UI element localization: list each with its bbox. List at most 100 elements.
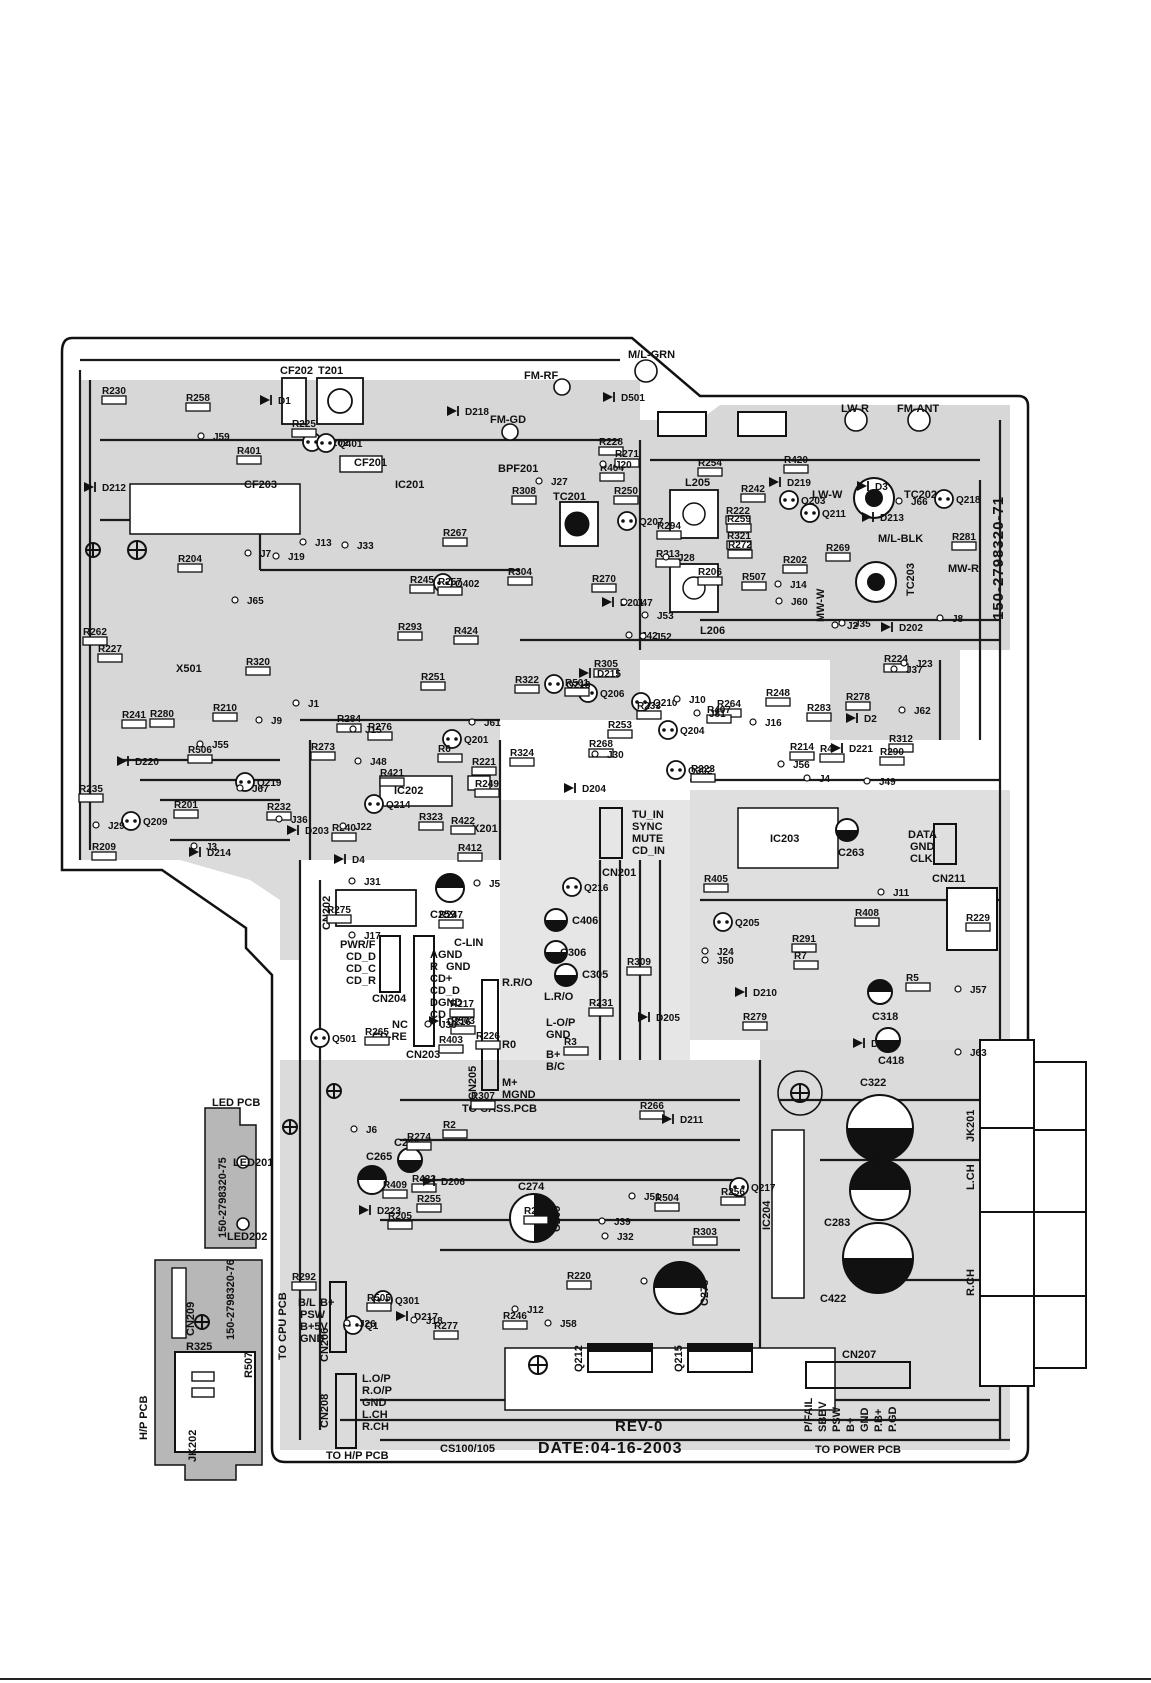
r409-part: R409	[382, 1180, 408, 1199]
d205-part: D205	[638, 1012, 680, 1024]
j65-label: J65	[247, 596, 264, 607]
r7-label: R7	[794, 951, 807, 962]
j60-label: J60	[791, 597, 808, 608]
cn205-label: CN205	[467, 1066, 479, 1100]
transistor-symbols: Q206Q207Q201Q204Q205Q1Q202Q203Q209Q210Q5…	[121, 432, 981, 1335]
r312-part: R312	[888, 734, 914, 753]
r501-label: R501	[565, 678, 589, 689]
j49-label: J49	[879, 777, 896, 788]
cn211-block: DATA GND CLK CN211	[908, 823, 966, 885]
hp-pcb-part-number: 150-2798320-76	[225, 1259, 237, 1340]
d2-part: D2	[846, 713, 877, 725]
r229-label: R229	[966, 913, 990, 924]
r409-label: R409	[383, 1180, 407, 1191]
bpf201-label: BPF201	[498, 463, 538, 475]
r253-label: R253	[608, 720, 632, 731]
r505-part: R505	[366, 1293, 392, 1312]
d3-label: D3	[875, 482, 888, 493]
cn205-pin-l-ro: L.R/O	[544, 991, 574, 1003]
board-revision: REV-0	[615, 1418, 663, 1435]
r270-label: R270	[592, 574, 616, 585]
terminal-lw-w: LW-W	[812, 489, 843, 501]
q217-label: Q217	[751, 1183, 776, 1194]
cn211-pin-clk: CLK	[910, 853, 933, 865]
j55-part: J55	[196, 740, 229, 751]
r241-label: R241	[122, 710, 146, 721]
j50-label: J50	[717, 956, 734, 967]
j81-label: J81	[709, 709, 726, 720]
t201-label: T201	[318, 365, 343, 377]
cn205-pin-m-plus: M+	[502, 1077, 518, 1089]
cn203-pin-c-lin: C-LIN	[454, 937, 483, 949]
j20-part: J20	[599, 460, 632, 471]
j10-part: J10	[673, 695, 706, 706]
j52-part: J52	[639, 632, 672, 643]
j32-label: J32	[617, 1232, 634, 1243]
cn201-pin-sync: SYNC	[632, 821, 663, 833]
d210-part: D210	[735, 987, 777, 999]
r501-part: R501	[564, 678, 590, 697]
r407-part: R407	[706, 705, 732, 724]
r250-label: R250	[614, 486, 638, 497]
r323-part: R323	[418, 812, 444, 831]
r223-label: R223	[691, 764, 715, 775]
r412-part: R412	[457, 843, 483, 862]
r291-label: R291	[792, 934, 816, 945]
r229-part: R229	[965, 913, 991, 932]
l206-label: L206	[700, 625, 725, 637]
j7-label: J7	[260, 549, 272, 560]
cn203-pin-agnd: AGND	[430, 949, 462, 961]
j14-part: J14	[774, 580, 807, 591]
d215-label: D215	[597, 669, 621, 680]
jk201-label: JK201	[965, 1110, 977, 1142]
q301-label: Q301	[395, 1296, 420, 1307]
q216-part: Q216	[562, 877, 609, 897]
cn204-pin-cd-d: CD_D	[346, 951, 376, 963]
led-pcb-part-number: 150-2798320-75	[217, 1157, 229, 1238]
q204-part: Q204	[658, 720, 705, 740]
l205-label: L205	[685, 477, 710, 489]
d2-label: D2	[864, 714, 877, 725]
led201-label: LED201	[233, 1157, 273, 1169]
d213-label: D213	[880, 513, 904, 524]
d220-label: D220	[135, 757, 159, 768]
d204-label: D204	[582, 784, 606, 795]
cn207-block: CN207 P/FAIL SBBV PSW B+ GND P.B+ P.GD	[803, 1349, 911, 1432]
q210-label: Q210	[653, 698, 678, 709]
r242-label: R242	[741, 484, 765, 495]
j57-label: J57	[970, 985, 987, 996]
r224-label: R224	[884, 654, 908, 665]
j23-part: J23	[900, 659, 933, 670]
x501-label: X501	[176, 663, 202, 675]
j47-part: J47	[620, 598, 653, 609]
r233-part: R233	[636, 701, 662, 720]
r258-label: R258	[186, 393, 210, 404]
j47-label: J47	[636, 598, 653, 609]
r268-label: R268	[589, 739, 613, 750]
d1-label: D1	[278, 396, 291, 407]
hp-pcb-label: H/P PCB	[138, 1396, 150, 1440]
cn203-pin-cd-d: CD_D	[430, 985, 460, 997]
q214-label: Q214	[386, 800, 411, 811]
j56-part: J56	[777, 760, 810, 771]
r265-part: R265	[364, 1027, 390, 1046]
r290-part: R290	[879, 747, 905, 766]
ic202-label: IC202	[394, 785, 423, 797]
j5-part: J5	[473, 879, 501, 890]
q1-label: Q1	[365, 1321, 379, 1332]
r307-label: R307	[471, 1091, 495, 1102]
r247-part: R247	[438, 910, 464, 929]
r424-part: R424	[453, 626, 479, 645]
terminal-ml-grn: M/L-GRN	[628, 349, 675, 361]
j52-label: J52	[655, 632, 672, 643]
cn207-label: CN207	[842, 1349, 876, 1361]
r250-part: R250	[613, 486, 639, 505]
r231-part: R231	[588, 998, 614, 1017]
c269-label: C269	[551, 1206, 563, 1232]
j9-label: J9	[271, 716, 283, 727]
led-pcb-board: LED PCB 150-2798320-75 LED202 LED201	[204, 1097, 273, 1249]
r253-part: R253	[607, 720, 633, 739]
terminal-ml-blk: M/L-BLK	[878, 533, 923, 545]
r305-part: R305	[593, 659, 619, 678]
q219-label: Q219	[257, 778, 282, 789]
